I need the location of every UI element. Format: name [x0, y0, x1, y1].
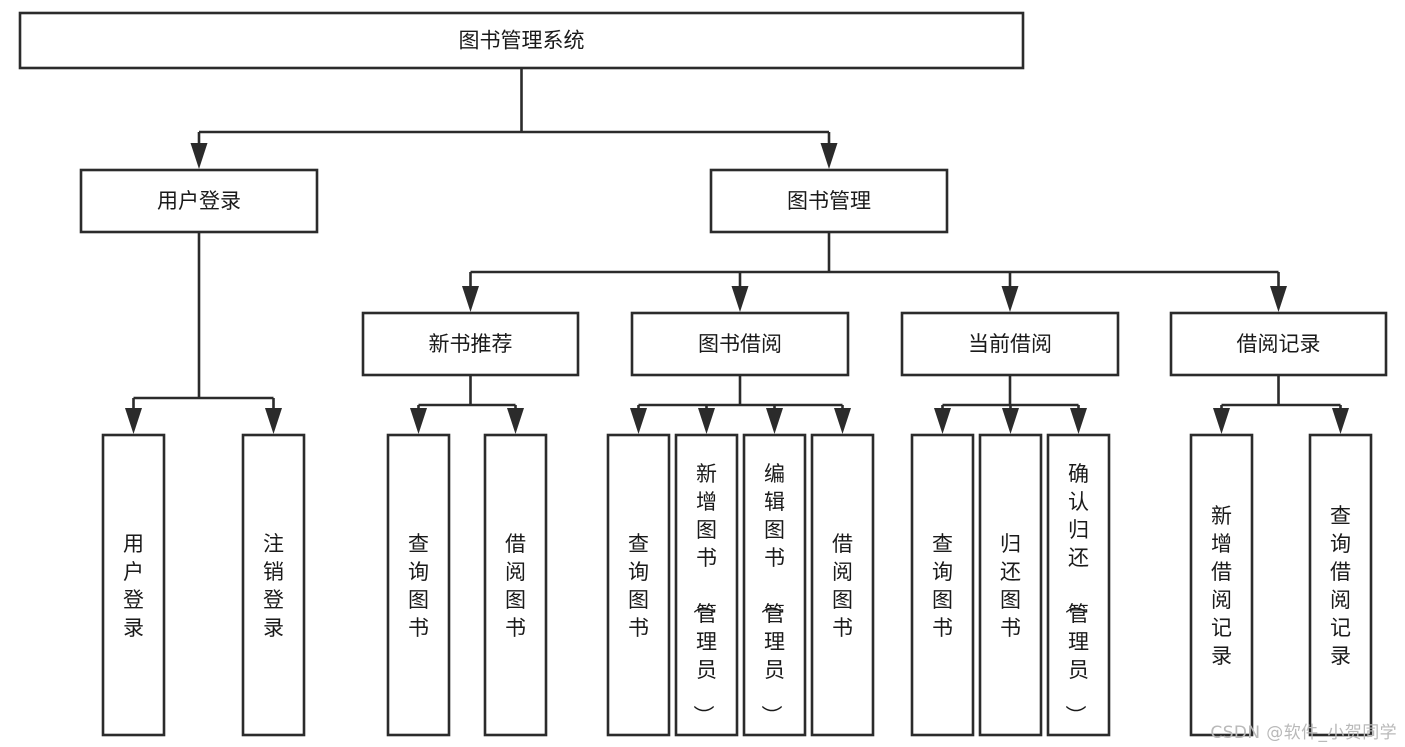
node-box-leaf-query-book-2[interactable] [606, 433, 671, 737]
node-box-current-borrow[interactable] [900, 311, 1120, 377]
node-box-user-login[interactable] [79, 168, 319, 234]
node-leaf-borrow-book-1[interactable]: 借阅图书 [483, 433, 548, 737]
node-label-leaf-edit-book: 编辑图书（管理员） [759, 462, 785, 726]
node-leaf-query-record[interactable]: 查询借阅记录 [1308, 433, 1373, 737]
node-label-leaf-logout: 注销登录 [263, 532, 284, 640]
node-box-borrow-record[interactable] [1169, 311, 1388, 377]
node-new-book-rec[interactable]: 新书推荐 [361, 311, 580, 377]
node-label-current-borrow: 当前借阅 [968, 332, 1052, 356]
edge-group-current-borrow [934, 375, 1087, 434]
node-box-book-borrow[interactable] [630, 311, 850, 377]
node-box-leaf-borrow-book-1[interactable] [483, 433, 548, 737]
node-label-leaf-borrow-book-1: 借阅图书 [505, 532, 526, 640]
edge-group-book-borrow [630, 375, 851, 434]
node-label-borrow-record: 借阅记录 [1237, 332, 1321, 356]
node-leaf-add-record[interactable]: 新增借阅记录 [1189, 433, 1254, 737]
node-leaf-query-book-1[interactable]: 查询图书 [386, 433, 451, 737]
node-user-login[interactable]: 用户登录 [79, 168, 319, 234]
node-label-leaf-query-book-3: 查询图书 [932, 532, 953, 640]
node-box-leaf-return-book[interactable] [978, 433, 1043, 737]
node-box-leaf-add-book[interactable] [674, 433, 739, 737]
node-leaf-return-book[interactable]: 归还图书 [978, 433, 1043, 737]
node-leaf-confirm-return[interactable]: 确认归还（管理员） [1046, 433, 1111, 737]
edge-group-borrow-record [1213, 375, 1349, 434]
edge-group-root [190, 68, 838, 169]
csdn-watermark: CSDN @软件_小贺同学 [1210, 723, 1397, 743]
node-label-leaf-query-book-2: 查询图书 [628, 532, 649, 640]
node-label-book-manage: 图书管理 [787, 189, 871, 213]
edge-group-new-book-rec [410, 375, 524, 434]
node-box-leaf-query-record[interactable] [1308, 433, 1373, 737]
node-leaf-user-login[interactable]: 用户登录 [101, 433, 166, 737]
node-label-leaf-confirm-return: 确认归还（管理员） [1063, 462, 1089, 726]
node-box-leaf-user-login[interactable] [101, 433, 166, 737]
node-label-leaf-borrow-book-2: 借阅图书 [832, 532, 853, 640]
node-borrow-record[interactable]: 借阅记录 [1169, 311, 1388, 377]
node-box-book-manage[interactable] [709, 168, 949, 234]
node-label-leaf-user-login: 用户登录 [123, 532, 144, 640]
edge-group-user-login [125, 232, 282, 434]
node-box-leaf-logout[interactable] [241, 433, 306, 737]
node-box-leaf-query-book-3[interactable] [910, 433, 975, 737]
node-leaf-borrow-book-2[interactable]: 借阅图书 [810, 433, 875, 737]
nodes-layer: 图书管理系统用户登录图书管理新书推荐图书借阅当前借阅借阅记录用户登录注销登录查询… [18, 11, 1388, 737]
node-box-leaf-add-record[interactable] [1189, 433, 1254, 737]
node-label-leaf-add-book: 新增图书（管理员） [691, 462, 717, 726]
node-box-leaf-borrow-book-2[interactable] [810, 433, 875, 737]
node-leaf-query-book-2[interactable]: 查询图书 [606, 433, 671, 737]
node-label-leaf-add-record: 新增借阅记录 [1211, 504, 1232, 668]
node-label-user-login: 用户登录 [157, 189, 241, 213]
node-leaf-add-book[interactable]: 新增图书（管理员） [674, 433, 739, 737]
node-current-borrow[interactable]: 当前借阅 [900, 311, 1120, 377]
node-root[interactable]: 图书管理系统 [18, 11, 1025, 70]
edge-group-book-manage [462, 232, 1287, 312]
edges-layer [125, 68, 1349, 434]
node-label-root: 图书管理系统 [459, 29, 585, 53]
node-box-leaf-query-book-1[interactable] [386, 433, 451, 737]
node-leaf-query-book-3[interactable]: 查询图书 [910, 433, 975, 737]
node-book-manage[interactable]: 图书管理 [709, 168, 949, 234]
node-label-leaf-return-book: 归还图书 [1000, 532, 1021, 640]
node-label-new-book-rec: 新书推荐 [429, 332, 513, 356]
node-leaf-edit-book[interactable]: 编辑图书（管理员） [742, 433, 807, 737]
node-book-borrow[interactable]: 图书借阅 [630, 311, 850, 377]
node-box-leaf-confirm-return[interactable] [1046, 433, 1111, 737]
node-label-leaf-query-record: 查询借阅记录 [1330, 504, 1351, 668]
node-box-root[interactable] [18, 11, 1025, 70]
node-label-book-borrow: 图书借阅 [698, 332, 782, 356]
node-leaf-logout[interactable]: 注销登录 [241, 433, 306, 737]
node-label-leaf-query-book-1: 查询图书 [408, 532, 429, 640]
node-box-leaf-edit-book[interactable] [742, 433, 807, 737]
node-box-new-book-rec[interactable] [361, 311, 580, 377]
